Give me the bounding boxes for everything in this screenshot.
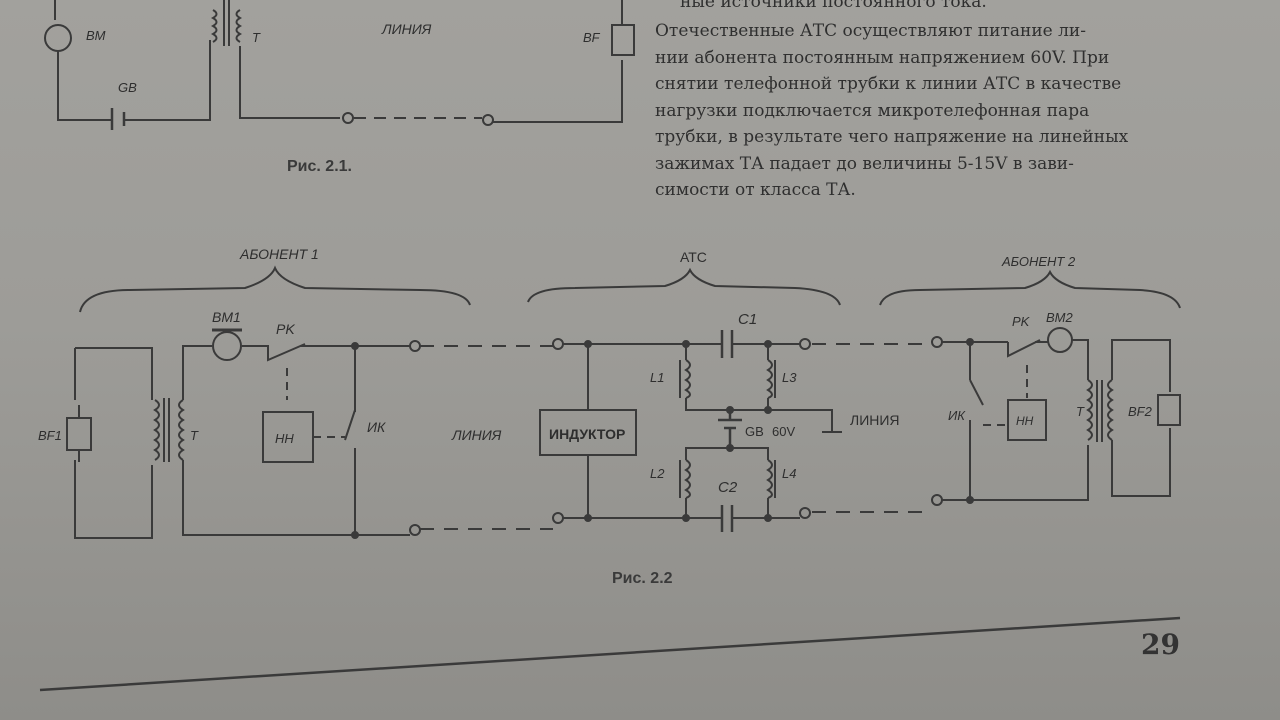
- l1-label: L1: [650, 370, 664, 385]
- telephone-bf-symbol: [611, 24, 635, 56]
- figure-2-1-caption: Рис. 2.1.: [287, 158, 352, 175]
- voltage-label: 60V: [772, 424, 795, 439]
- capacitor-c1-symbol: [720, 330, 734, 358]
- bm1-label: BM1: [212, 309, 241, 325]
- terminal: [342, 112, 354, 124]
- terminal: [931, 336, 943, 348]
- transformer-t-winding: [153, 399, 160, 461]
- l2-label: L2: [650, 466, 665, 481]
- switch-ik-symbol: [344, 346, 356, 535]
- bf1-label: BF1: [38, 428, 62, 443]
- nn2-block: [1007, 399, 1047, 441]
- terminal: [931, 494, 943, 506]
- t2-label: T: [1076, 404, 1085, 419]
- capacitor-c2-symbol: [720, 505, 734, 532]
- coil-l3-symbol: [766, 359, 773, 399]
- c1-label: C1: [738, 311, 757, 328]
- paragraph: Отечественные АТС осуществляют питание л…: [655, 18, 1185, 204]
- terminal: [409, 340, 421, 352]
- hook-switch-rk2-symbol: [1007, 339, 1048, 358]
- ik1-label: ИК: [367, 419, 386, 435]
- nn2-label: НН: [1016, 414, 1034, 428]
- telephone-bf2-symbol: [1157, 394, 1181, 426]
- figure-2-1: BM GB T ЛИНИЯ BF: [44, 0, 635, 130]
- bm2-label: BM2: [1046, 310, 1074, 325]
- line-label: ЛИНИЯ: [381, 21, 432, 37]
- top-text-line: ные источники постоянного тока.: [680, 0, 987, 12]
- coil-l4-symbol: [766, 459, 773, 499]
- paragraph-line: зажимах ТА падает до величины 5-15V в за…: [655, 153, 1074, 174]
- battery-gb-symbol: [718, 410, 742, 448]
- line-label-right: ЛИНИЯ: [850, 412, 900, 428]
- terminal: [552, 338, 564, 350]
- transformer-winding: [210, 9, 218, 43]
- bf-label: BF: [583, 30, 601, 45]
- nn1-label: НН: [275, 431, 294, 446]
- atc-label: АТС: [680, 249, 707, 265]
- inductor-label: ИНДУКТОР: [549, 426, 625, 442]
- ik2-label: ИК: [948, 408, 966, 423]
- t1-label: T: [190, 428, 199, 443]
- ground-symbol: [768, 409, 842, 433]
- paragraph-line: нии абонента постоянным напряжением 60V.…: [655, 47, 1110, 68]
- page-rule: [39, 616, 1181, 692]
- paragraph-line: симости от класса ТА.: [655, 180, 856, 200]
- l4-label: L4: [782, 466, 796, 481]
- inductor-block: [539, 409, 637, 456]
- terminal: [799, 338, 811, 350]
- gb-label: GB: [118, 80, 137, 95]
- figure-2-2-caption: Рис. 2.2: [612, 570, 673, 587]
- paragraph-line: снятии телефонной трубки к линии АТС в к…: [655, 74, 1122, 94]
- terminal: [482, 114, 494, 126]
- telephone-bf1-symbol: [66, 417, 92, 451]
- rk1-label: PK: [276, 321, 295, 337]
- c2-label: C2: [718, 479, 738, 496]
- battery-gb-symbol: [110, 108, 126, 130]
- coil-l1-symbol: [684, 359, 691, 399]
- t-label: T: [252, 30, 261, 45]
- l3-label: L3: [782, 370, 797, 385]
- subscriber-2-circuit: ИК НН PK BM2 T BF2: [931, 310, 1181, 506]
- paragraph-line: нагрузки подключается микротелефонная па…: [655, 100, 1090, 121]
- hook-switch-rk-symbol: [242, 343, 355, 362]
- coil-l2-symbol: [684, 459, 691, 499]
- subscriber-1-circuit: BF1 T BM1 PK НН ИК: [38, 309, 421, 539]
- page-number: 29: [1141, 628, 1180, 661]
- terminal: [409, 524, 421, 536]
- switch-ik2-symbol: [969, 342, 984, 500]
- rk2-label: PK: [1012, 314, 1031, 329]
- group-braces: АБОНЕНТ 1 АТС АБОНЕНТ 2: [79, 246, 1181, 313]
- brace-subscriber-1: [79, 265, 471, 313]
- microphone-bm2-symbol: [1047, 327, 1073, 353]
- transformer-t2-winding: [1086, 379, 1093, 441]
- dashed-line-right: [812, 343, 932, 513]
- line-label-left: ЛИНИЯ: [451, 427, 502, 443]
- brace-atc: [527, 267, 841, 306]
- terminal: [552, 512, 564, 524]
- subscriber-2-label: АБОНЕНТ 2: [1001, 254, 1076, 269]
- subscriber-1-label: АБОНЕНТ 1: [239, 246, 319, 262]
- bf2-label: BF2: [1128, 404, 1153, 419]
- microphone-bm1-symbol: [212, 331, 242, 361]
- gb-label: GB: [745, 424, 764, 439]
- terminal: [799, 507, 811, 519]
- paragraph-line: Отечественные АТС осуществляют питание л…: [655, 21, 1086, 41]
- brace-subscriber-2: [879, 269, 1181, 309]
- microphone-bm-symbol: [44, 24, 72, 52]
- paragraph-line: трубки, в результате чего напряжение на …: [655, 127, 1129, 147]
- bm-label: BM: [86, 28, 106, 43]
- atc-circuit: ИНДУКТОР C1 C2 L1 L3 L2 L4 GB 60V ЛИНИЯ: [539, 311, 900, 532]
